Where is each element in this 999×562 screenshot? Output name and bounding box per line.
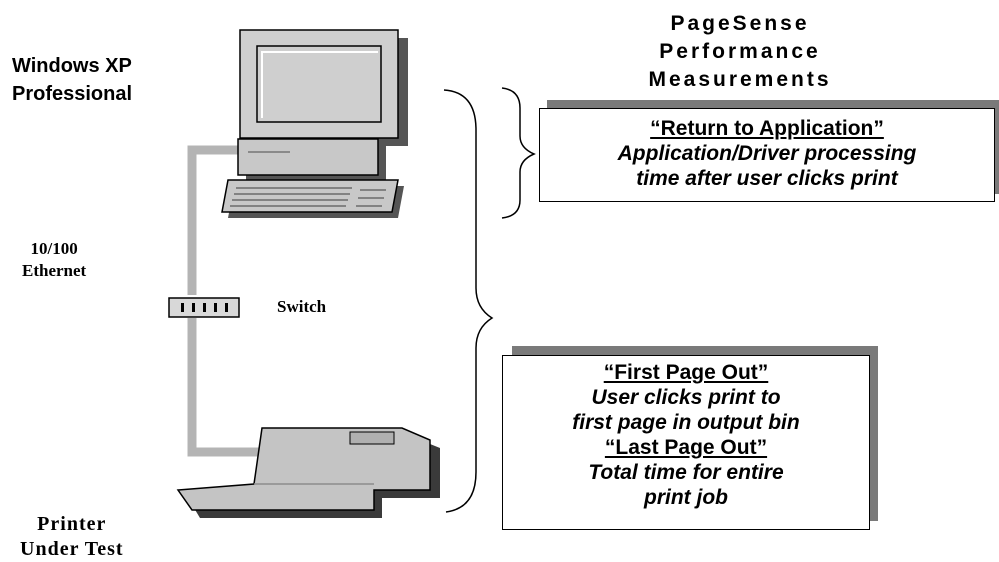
title-line-3: Measurements <box>648 68 832 91</box>
ethernet-cable <box>187 145 262 457</box>
measurement-description: User clicks print to <box>591 386 781 409</box>
os-label-line-2: Professional <box>12 83 133 105</box>
title-line-2: Performance <box>659 40 821 63</box>
large-brace <box>443 89 494 513</box>
network-label: 10/100 Ethernet <box>22 238 86 282</box>
small-brace <box>501 87 536 219</box>
switch-icon <box>168 297 240 318</box>
os-label: Windows XP Professional <box>12 52 132 108</box>
measurement-heading: “Return to Application” <box>650 117 884 140</box>
printer-icon <box>176 427 440 518</box>
printer-label: Printer Under Test <box>20 512 124 562</box>
os-label-line-1: Windows XP <box>12 55 132 77</box>
measurement-description: Total time for entire <box>588 461 784 484</box>
page-out-box: “First Page Out” User clicks print to fi… <box>502 355 870 530</box>
diagram-title: PageSense Performance Measurements <box>600 10 880 94</box>
printer-label-line-1: Printer <box>37 513 107 535</box>
measurement-description: Application/Driver processing <box>617 142 917 165</box>
measurement-description: print job <box>644 486 728 509</box>
computer-icon <box>221 29 408 218</box>
monitor <box>239 29 408 146</box>
return-to-application-box: “Return to Application” Application/Driv… <box>539 108 995 202</box>
system-unit <box>237 138 386 182</box>
keyboard <box>221 179 404 218</box>
measurement-heading: “Last Page Out” <box>604 436 768 459</box>
network-label-line-2: Ethernet <box>22 261 87 280</box>
measurement-description: time after user clicks print <box>636 167 898 190</box>
measurement-description: first page in output bin <box>572 411 800 434</box>
switch-label: Switch <box>277 297 327 316</box>
measurement-heading: “First Page Out” <box>603 361 769 384</box>
printer-label-line-2: Under Test <box>20 538 124 560</box>
network-label-line-1: 10/100 <box>30 239 78 258</box>
title-line-1: PageSense <box>670 12 810 35</box>
